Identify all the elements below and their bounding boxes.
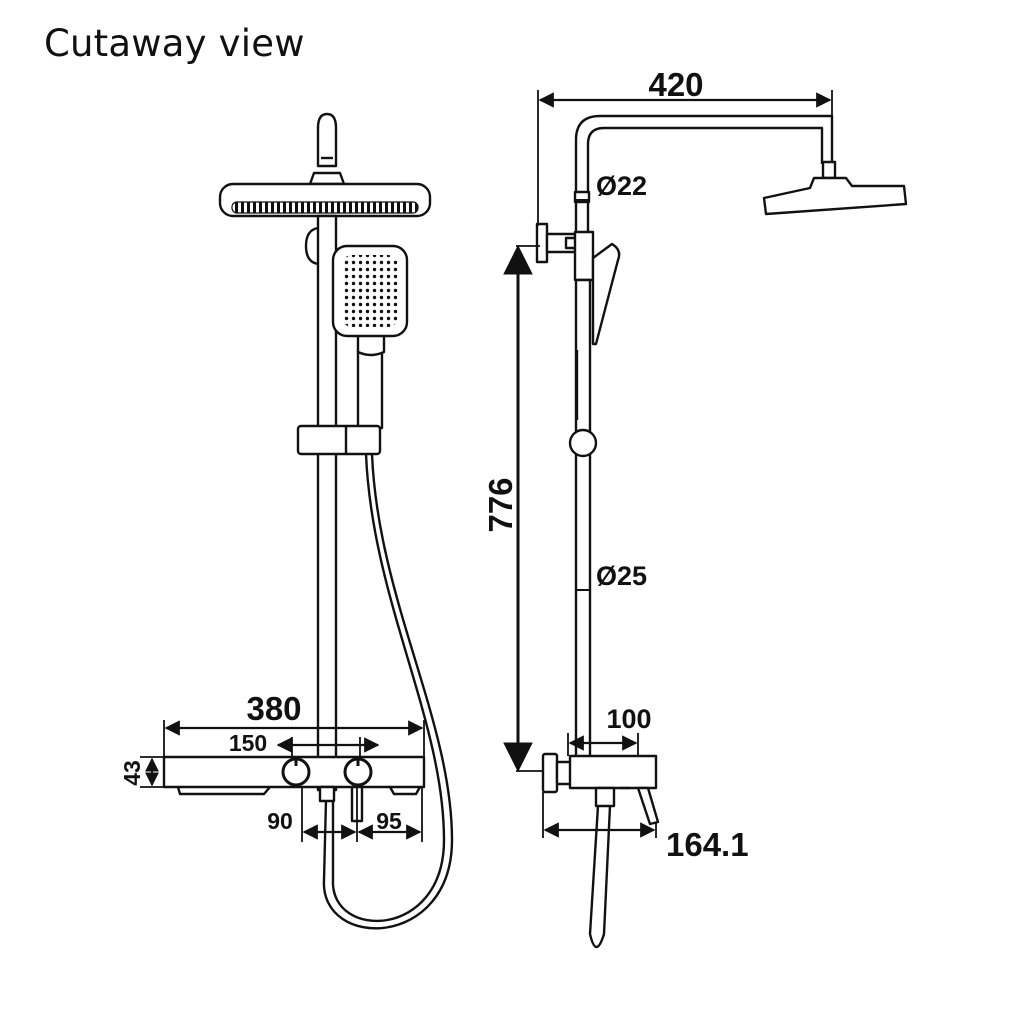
head-mount [308,171,346,186]
head-nozzle-strip [231,201,419,214]
dim-arrow-776 [503,244,533,773]
dim-valve-body: 100 [606,704,651,734]
front-view [162,112,454,930]
mixer-wall-plate [541,752,559,794]
dim-rail-diameter: Ø25 [596,561,647,591]
shower-hose [322,453,454,930]
dim-right-offset: 95 [376,808,402,834]
side-hose [588,805,612,949]
front-dimensions [140,720,425,842]
wall-bracket-plate [535,222,549,264]
hand-shower-neck [356,332,386,357]
side-dimensions [516,90,833,838]
mixer-body [568,754,658,790]
side-shower-head [762,176,908,216]
dim-rail-length: 776 [482,477,519,532]
dim-arm-reach: 420 [648,66,703,103]
side-view [535,114,908,949]
dim-left-offset: 90 [267,808,293,834]
page-title: Cutaway view [44,22,305,65]
mixer-outlet [594,786,616,808]
hand-shower-handle [356,348,384,430]
arm-joint [573,190,591,204]
bottom-outlet [318,785,336,803]
top-arm-stem [316,112,338,168]
slider-ball [568,428,598,458]
slider-bracket [296,424,382,456]
dim-mixer-depth: 164.1 [666,826,749,863]
diverter-knob [304,226,319,266]
dim-valve-spacing: 150 [229,730,267,756]
dim-arm-diameter: Ø22 [596,171,647,201]
diverter-junction [573,230,595,282]
hand-shower-nozzles [342,255,398,327]
overhead-arm [574,114,834,232]
shower-hose-inner [331,453,446,923]
dim-overall-width: 380 [246,690,301,727]
arm-swivel [821,160,837,180]
dim-height: 43 [119,760,145,786]
bar-shelf [176,786,422,796]
mixer-lever [636,786,660,826]
hand-shower-side [591,242,621,346]
